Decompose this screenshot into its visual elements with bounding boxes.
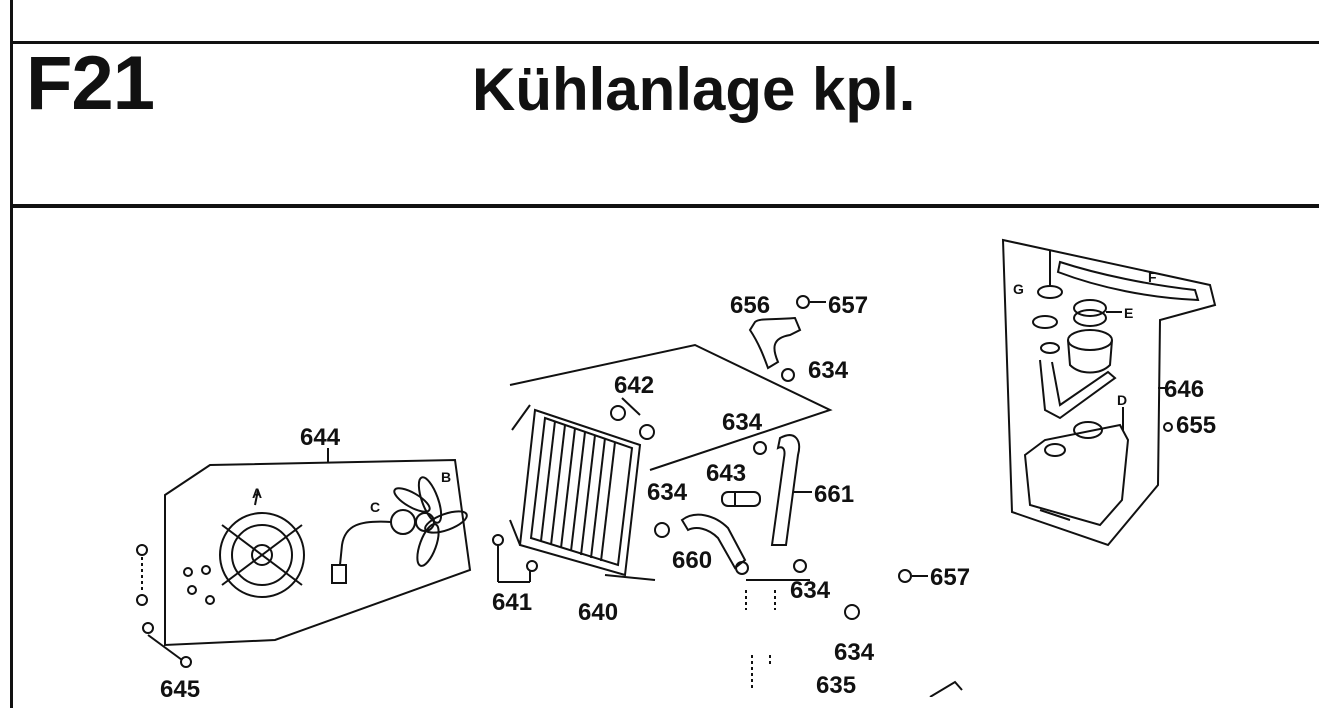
radiator-outline xyxy=(509,343,833,471)
section-code: F21 xyxy=(26,41,155,126)
filler-cap xyxy=(1073,299,1122,327)
hose-635 xyxy=(929,680,963,697)
label-646: 646 xyxy=(1164,376,1204,403)
clamp-634-top xyxy=(781,368,795,382)
label-643: 643 xyxy=(706,460,746,487)
radiator xyxy=(509,404,656,581)
clamp-634-low xyxy=(735,561,749,575)
header-box xyxy=(10,44,1319,208)
label-655: 655 xyxy=(1176,412,1216,439)
label-635: 635 xyxy=(816,672,856,697)
overflow-hose xyxy=(1056,260,1200,302)
label-sub-g: G xyxy=(1013,281,1024,297)
label-sub-c: C xyxy=(370,499,380,515)
rubber-642b xyxy=(639,424,655,440)
filler-neck xyxy=(1067,329,1113,374)
label-642: 642 xyxy=(614,372,654,399)
clip-655 xyxy=(1163,422,1173,432)
rubber-642a xyxy=(610,405,626,421)
label-657-top: 657 xyxy=(828,292,868,319)
section-title: Kühlanlage kpl. xyxy=(472,56,916,123)
bolts-641 xyxy=(492,534,538,583)
top-frame xyxy=(10,0,1319,44)
label-634-mid: 634 xyxy=(722,409,763,436)
label-660: 660 xyxy=(672,547,712,574)
label-634-low: 634 xyxy=(790,577,831,604)
clamp-657-right xyxy=(898,569,912,583)
fan-motor xyxy=(331,509,416,584)
thermostat-643 xyxy=(721,491,761,507)
label-sub-e: E xyxy=(1124,305,1133,321)
expansion-tank-outline xyxy=(1001,238,1217,547)
fan-assembly-outline xyxy=(164,458,472,647)
expansion-tank xyxy=(1023,421,1130,527)
label-sub-d: D xyxy=(1117,392,1127,408)
diagram-frame xyxy=(10,208,1319,708)
label-656: 656 xyxy=(730,292,770,319)
clamp-634-bottom xyxy=(844,604,860,620)
label-645: 645 xyxy=(160,676,200,697)
hose-661 xyxy=(770,434,800,546)
label-641: 641 xyxy=(492,589,532,616)
clamp-657-top xyxy=(796,295,810,309)
fan-shroud xyxy=(219,489,305,598)
label-sub-a: A xyxy=(252,485,262,501)
fan-blade xyxy=(393,476,468,567)
label-sub-f: F xyxy=(1148,269,1157,285)
label-657-right: 657 xyxy=(930,564,970,591)
clamp-634-left xyxy=(654,522,670,538)
label-sub-b: B xyxy=(441,469,451,485)
label-661: 661 xyxy=(814,481,854,508)
label-634-left: 634 xyxy=(647,479,688,506)
clamp-634-low2 xyxy=(793,559,807,573)
label-634-bottom: 634 xyxy=(834,639,875,666)
label-640: 640 xyxy=(578,599,618,626)
screws-645 xyxy=(136,544,215,668)
hose-656 xyxy=(748,316,802,370)
clamp-634-mid xyxy=(753,441,767,455)
label-644: 644 xyxy=(300,424,341,451)
label-634-top: 634 xyxy=(808,357,849,384)
hose-connector-g xyxy=(1032,250,1117,420)
